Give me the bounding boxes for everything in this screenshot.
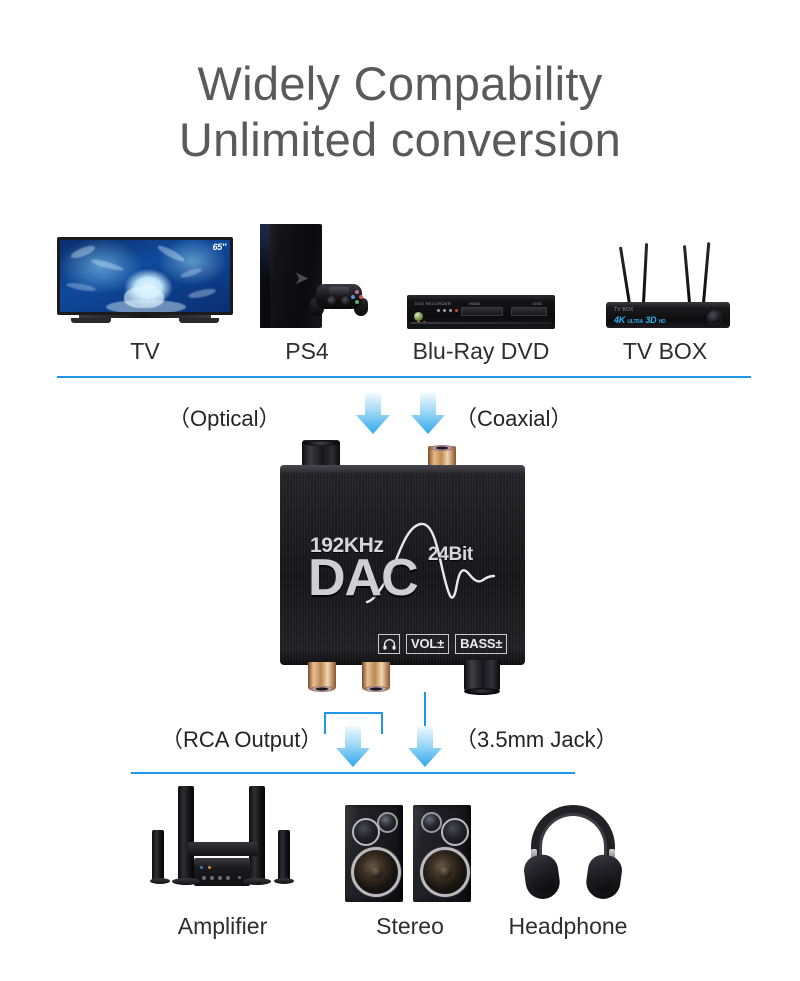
- satellite-speaker-right: [278, 830, 290, 882]
- bookshelf-speaker-left: [345, 805, 403, 902]
- rca-bracket-right: [381, 712, 383, 734]
- satellite-speaker-left: [152, 830, 164, 882]
- rca-output-left: [308, 662, 336, 692]
- jack-arrow-icon: [408, 726, 442, 767]
- bookshelf-speaker-right: [413, 805, 471, 902]
- headline-line-1: Widely Compability: [197, 57, 603, 110]
- tvbox-illustration: TV BOX 4K ULTRA 3D HD: [598, 240, 738, 332]
- tv-foot-right: [179, 318, 219, 323]
- ps4-controller: [310, 280, 368, 316]
- tvbox-power-button[interactable]: [707, 310, 722, 325]
- amplifier-illustration: [150, 786, 295, 908]
- jack-connector-line: [424, 692, 426, 732]
- headphone-headband: [531, 805, 615, 869]
- center-speaker: [188, 842, 258, 856]
- tvbox-antenna-2: [642, 243, 649, 304]
- tvbox-3d-badge: 3D: [645, 315, 657, 325]
- tvbox-antenna-1: [618, 246, 631, 305]
- headline-line-2: Unlimited conversion: [178, 113, 622, 166]
- tv-screen: [60, 240, 230, 312]
- stereo-illustration: [345, 805, 477, 905]
- volume-button[interactable]: VOL±: [406, 634, 450, 654]
- tv-screen-size-badge: 65″: [212, 242, 227, 252]
- destination-label-amplifier: Amplifier: [177, 913, 268, 939]
- dac-top-edge: [280, 465, 525, 474]
- optical-input-label: （Optical）: [168, 406, 281, 431]
- amplifier-receiver: [194, 858, 250, 886]
- source-label-ps4: PS4: [285, 338, 329, 364]
- rca-arrow-icon: [336, 726, 370, 767]
- dac-chassis: [280, 465, 525, 665]
- dac-title-text: DAC: [308, 549, 419, 607]
- dvd-knob: [414, 312, 423, 321]
- rca-bracket-left: [324, 712, 326, 734]
- source-label-tvbox: TV BOX: [622, 338, 708, 364]
- headphone-earcup-right: [584, 852, 624, 902]
- jack-output-label: （3.5mm Jack）: [455, 727, 618, 752]
- dac-sample-rate-text: 192KHz: [310, 534, 384, 557]
- coaxial-input-label: （Coaxial）: [455, 406, 573, 431]
- tv-stand-bar: [79, 315, 211, 318]
- ps4-illustration: ➤: [250, 224, 370, 332]
- waveform-graphic: [365, 522, 495, 604]
- coaxial-arrow-icon: [411, 393, 445, 434]
- headphone-illustration: [522, 805, 624, 903]
- page-title: Widely Compability Unlimited conversion: [0, 56, 800, 168]
- bluray-dvd-illustration: DVD RECORDER HDMI DVD: [407, 295, 555, 333]
- bass-button[interactable]: BASS±: [455, 634, 508, 654]
- source-label-bluray: Blu-Ray DVD: [412, 338, 550, 364]
- headphone-headband-padding: [539, 813, 607, 861]
- dac-device-illustration: 192KHz DAC 24Bit VOL± BASS±: [280, 432, 525, 707]
- destination-label-headphone: Headphone: [508, 913, 628, 939]
- tvbox-antenna-4: [702, 242, 711, 304]
- tvbox-spec-badges: 4K ULTRA 3D HD: [614, 315, 666, 325]
- rca-bracket-top: [324, 712, 383, 714]
- rca-output-label: （RCA Output）: [161, 727, 323, 752]
- headphone-jack-port: [464, 660, 500, 695]
- tvbox-brand-text: TV BOX: [614, 307, 634, 313]
- optical-arrow-icon: [356, 393, 390, 434]
- dac-control-row: VOL± BASS±: [378, 634, 508, 654]
- divider-destinations: [131, 772, 575, 774]
- tower-speaker-right: [249, 786, 265, 882]
- destination-label-stereo: Stereo: [376, 913, 444, 939]
- tv-bezel: 65″: [57, 237, 233, 315]
- source-label-tv: TV: [130, 338, 160, 364]
- tvbox-antenna-3: [682, 245, 691, 304]
- tower-speaker-left: [178, 786, 194, 882]
- headphone-icon[interactable]: [378, 634, 400, 654]
- rca-output-right: [362, 662, 390, 692]
- ps4-logo-icon: ➤: [294, 268, 310, 288]
- tv-foot-left: [71, 318, 111, 323]
- headphone-glyph: [382, 638, 396, 650]
- dvd-player-body: DVD RECORDER HDMI DVD: [407, 295, 555, 329]
- tvbox-4k-badge: 4K: [614, 315, 626, 325]
- dac-bit-depth-text: 24Bit: [428, 544, 473, 565]
- divider-sources: [57, 376, 751, 378]
- tv-illustration: 65″: [57, 237, 237, 329]
